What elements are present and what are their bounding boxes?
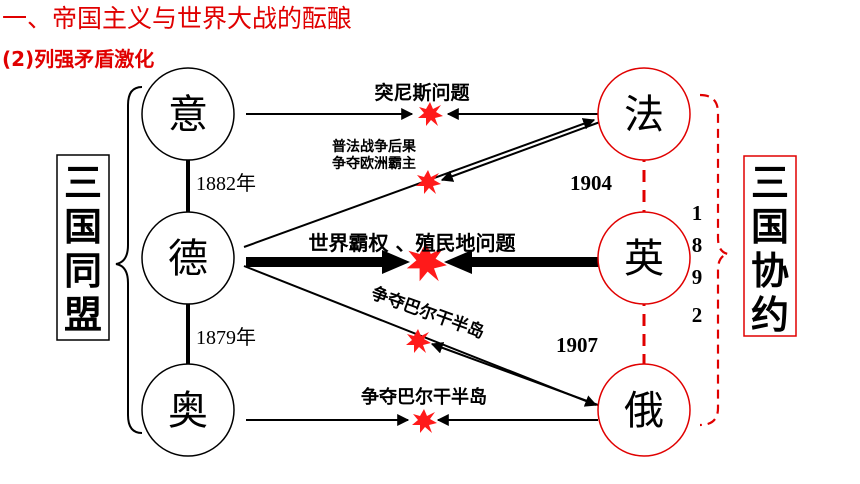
country-node-italy	[141, 67, 235, 161]
triple-alliance-brace	[115, 86, 143, 434]
triple-entente-char-3: 协	[751, 249, 789, 293]
conflict-label-franco-prussian-2: 争夺欧洲霸主	[332, 155, 416, 172]
arrowhead-germany-britain	[382, 250, 410, 274]
conflict-label-balkans-germany: 争夺巴尔干半岛	[368, 283, 487, 343]
triple-alliance-char-1: 三	[64, 161, 102, 205]
triple-entente-brace	[699, 93, 729, 427]
explosion-icon	[418, 102, 443, 126]
country-britain: 英	[624, 236, 664, 282]
explosion-icon	[406, 242, 447, 282]
year-france-russia-digit: 9	[692, 265, 703, 289]
triple-alliance-char-3: 同	[64, 249, 102, 293]
arrow-france-to-germany-rivalry	[440, 121, 601, 182]
triple-entente-char-1: 三	[751, 161, 789, 205]
country-germany: 德	[168, 236, 208, 282]
year-germany-italy: 1882年	[196, 172, 256, 195]
year-france-russia-digit: 1	[692, 201, 703, 225]
year-britain-russia: 1907	[556, 333, 598, 357]
page-title: 一、帝国主义与世界大战的酝酿	[2, 4, 353, 33]
triple-entente-box	[743, 155, 797, 337]
triple-alliance-char-2: 国	[64, 205, 102, 249]
year-france-russia-digit: 8	[692, 233, 703, 257]
arrowhead-britain-germany	[444, 250, 472, 274]
country-russia: 俄	[624, 388, 664, 434]
triple-entente-char-2: 国	[751, 205, 789, 249]
conflict-label-franco-prussian-1: 普法战争后果	[332, 138, 417, 155]
country-node-germany	[141, 211, 235, 305]
year-france-russia-digit: 2	[692, 303, 703, 327]
conflict-label-tunisia: 突尼斯问题	[374, 81, 469, 104]
triple-alliance-char-4: 盟	[64, 293, 102, 337]
conflict-label-balkans-austria: 争夺巴尔干半岛	[361, 386, 487, 408]
page-subtitle: (2)列强矛盾激化	[2, 47, 155, 71]
arrow-russia-to-balkans	[430, 342, 599, 406]
explosion-icon	[416, 170, 441, 194]
country-node-britain	[597, 211, 691, 305]
country-italy: 意	[168, 92, 208, 138]
country-node-russia	[597, 363, 691, 457]
country-node-france	[597, 67, 691, 161]
country-austria: 奥	[168, 388, 208, 434]
country-france: 法	[624, 92, 664, 138]
conflict-label-world-hegemony: 世界霸权 、殖民地问题	[309, 231, 517, 255]
triple-alliance-box	[56, 154, 110, 341]
year-france-britain: 1904	[570, 171, 613, 195]
explosion-icon	[412, 409, 437, 433]
year-germany-austria: 1879年	[196, 326, 256, 349]
country-node-austria	[141, 363, 235, 457]
triple-entente-char-4: 约	[751, 293, 789, 337]
explosion-icon	[406, 329, 431, 353]
